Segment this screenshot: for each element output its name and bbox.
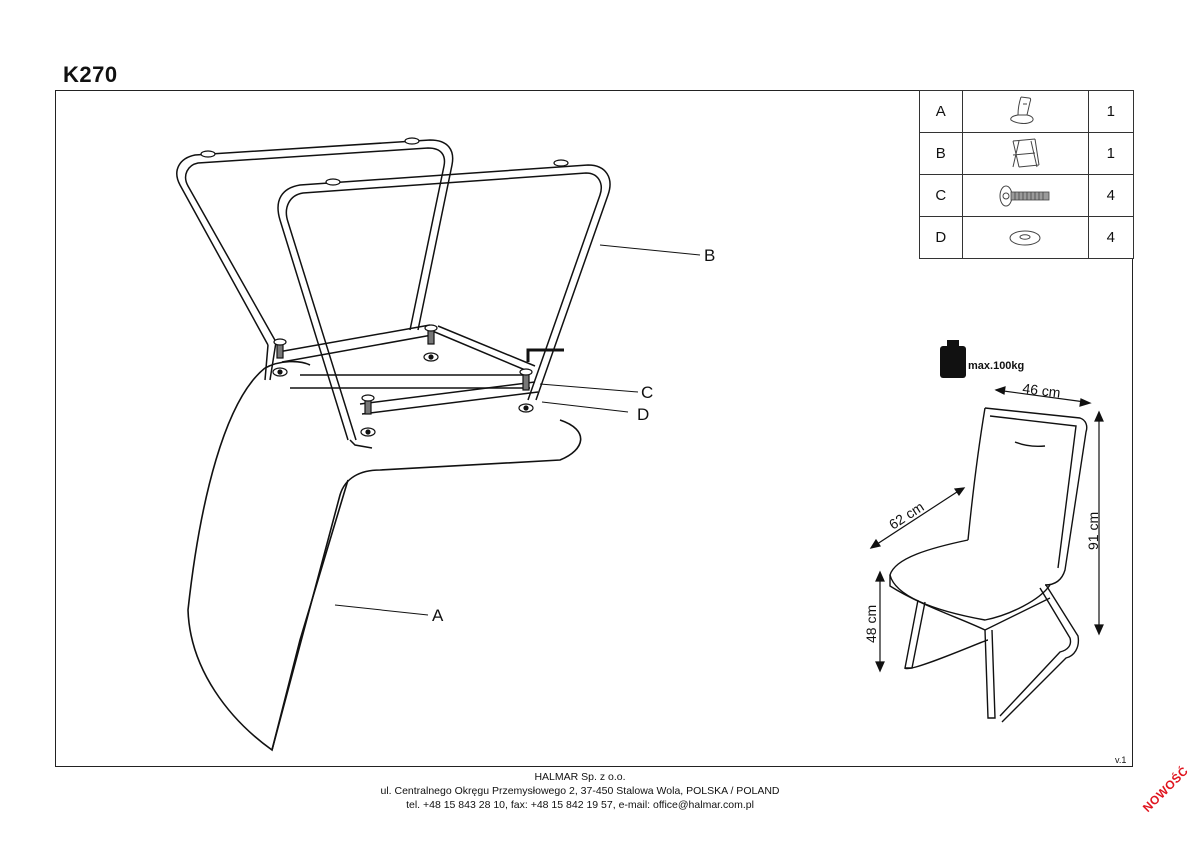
bolts-and-washers bbox=[272, 324, 534, 437]
frame-icon bbox=[1012, 138, 1040, 167]
allen-key-icon bbox=[526, 348, 564, 362]
bolt-2 bbox=[423, 324, 439, 362]
parts-list: A 1 B 1 C 4 D bbox=[919, 90, 1135, 259]
part-letter: B bbox=[919, 132, 963, 175]
page-title: K270 bbox=[63, 62, 118, 87]
footer-company: HALMAR Sp. z o.o. bbox=[534, 771, 626, 783]
dimension-depth: 62 cm bbox=[886, 498, 927, 532]
drawing-frame bbox=[55, 90, 1133, 767]
seat-icon bbox=[1010, 96, 1034, 124]
frame-part-b bbox=[176, 139, 611, 449]
bolt-1 bbox=[272, 338, 288, 377]
bolt-4 bbox=[518, 368, 534, 413]
part-qty: 4 bbox=[1087, 216, 1135, 259]
bolt-3 bbox=[360, 394, 376, 437]
leader-lines bbox=[334, 244, 701, 616]
parts-row: A 1 bbox=[919, 90, 1135, 133]
part-qty: 4 bbox=[1087, 174, 1135, 217]
dimension-seat-height: 48 cm bbox=[863, 605, 879, 643]
bolt-icon bbox=[999, 185, 1050, 206]
part-qty: 1 bbox=[1087, 132, 1135, 175]
seat-part-a bbox=[187, 360, 582, 752]
dimension-height: 91 cm bbox=[1085, 512, 1101, 550]
chair-dimension-drawing bbox=[889, 407, 1088, 723]
dimension-arrows bbox=[869, 386, 1104, 673]
dimension-width: 46 cm bbox=[1022, 380, 1062, 401]
max-load-label: max.100kg bbox=[968, 360, 1024, 372]
weight-icon bbox=[940, 340, 966, 378]
frame-caps bbox=[200, 137, 569, 186]
callout-b: B bbox=[704, 246, 715, 265]
callout-a: A bbox=[432, 606, 444, 625]
part-letter: D bbox=[919, 216, 963, 259]
parts-row: D 4 bbox=[919, 216, 1135, 259]
part-letter: A bbox=[919, 90, 963, 133]
footer-contact: tel. +48 15 843 28 10, fax: +48 15 842 1… bbox=[406, 799, 754, 811]
part-letter: C bbox=[919, 174, 963, 217]
washer-icon bbox=[1009, 230, 1041, 245]
part-qty: 1 bbox=[1087, 90, 1135, 133]
version-label: v.1 bbox=[1115, 755, 1127, 765]
footer-address: ul. Centralnego Okręgu Przemysłowego 2, … bbox=[380, 785, 780, 797]
footer: HALMAR Sp. z o.o. ul. Centralnego Okręgu… bbox=[300, 770, 860, 812]
callout-c: C bbox=[641, 383, 653, 402]
parts-row: C 4 bbox=[919, 174, 1135, 217]
callout-d: D bbox=[637, 405, 649, 424]
parts-row: B 1 bbox=[919, 132, 1135, 175]
